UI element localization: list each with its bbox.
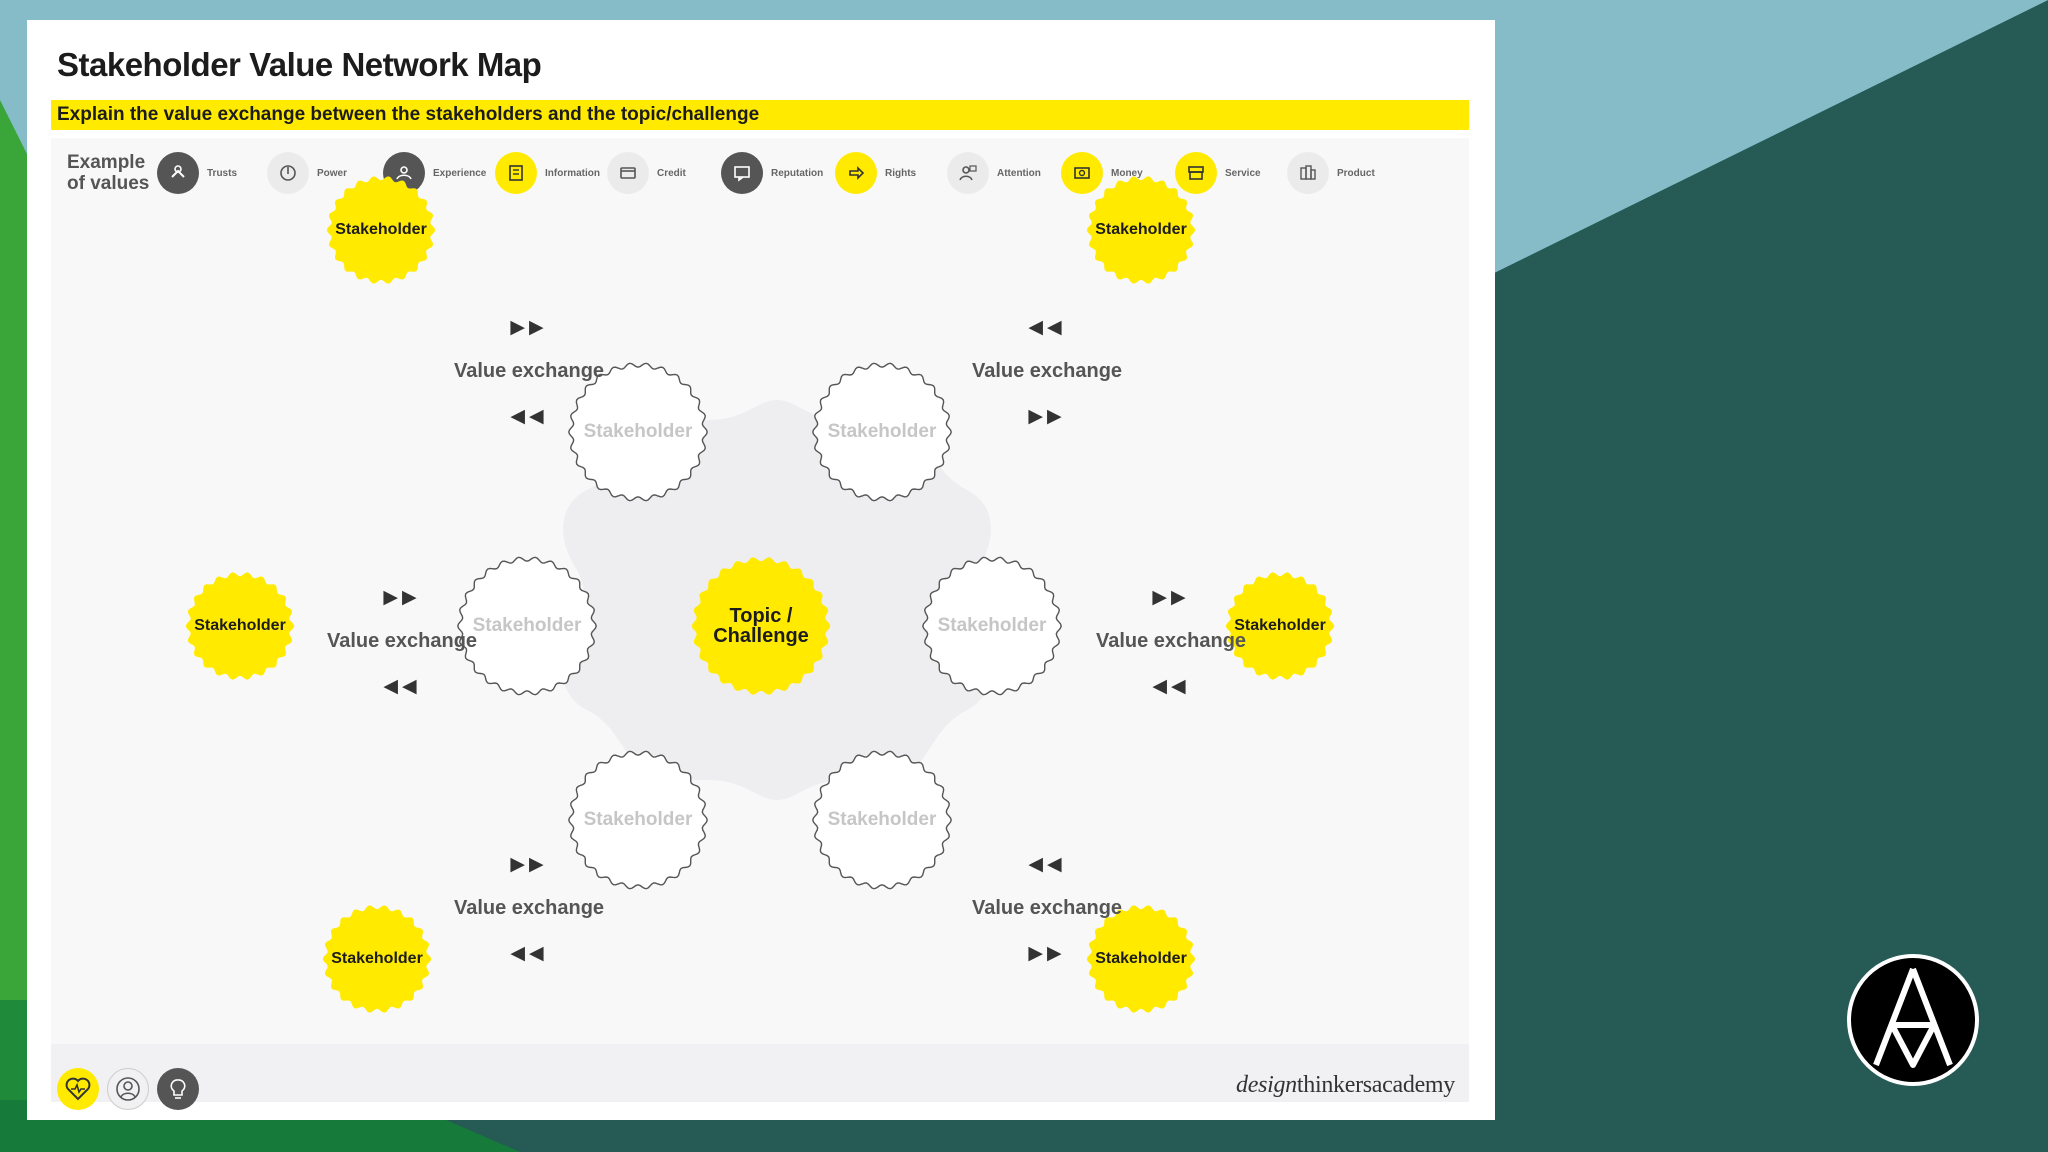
legend-label: Reputation bbox=[771, 167, 824, 179]
legend-label: Power bbox=[317, 167, 348, 179]
stakeholder-label: Stakeholder bbox=[1095, 221, 1187, 238]
topic-label: Topic /Challenge bbox=[706, 606, 816, 646]
arrow-right-icon: ▶▶ bbox=[1152, 587, 1190, 608]
legend-item-service: Service bbox=[1175, 150, 1261, 196]
arrow-right-icon: ▶▶ bbox=[1028, 406, 1066, 427]
stakeholder-inner-top-left: Stakeholder bbox=[565, 359, 711, 505]
arrow-left-icon: ◀◀ bbox=[1028, 317, 1066, 338]
topic-challenge-node: Topic /Challenge bbox=[688, 553, 834, 699]
stakeholder-inner-right: Stakeholder bbox=[919, 553, 1065, 699]
credit-icon bbox=[607, 152, 649, 194]
value-exchange-label: Value exchange bbox=[453, 897, 605, 919]
legend-item-money: Money bbox=[1061, 150, 1143, 196]
arrow-left-icon: ◀◀ bbox=[383, 676, 421, 697]
stakeholder-label: Stakeholder bbox=[1095, 950, 1187, 967]
legend-label: Experience bbox=[433, 167, 487, 179]
stakeholder-label: Stakeholder bbox=[583, 421, 693, 442]
value-exchange-top-left: ▶▶ Value exchange ◀◀ bbox=[449, 316, 609, 429]
idea-icon bbox=[157, 1068, 199, 1110]
stakeholder-label: Stakeholder bbox=[335, 221, 427, 238]
legend-heading: Example of values bbox=[67, 152, 149, 194]
legend-item-trusts: Trusts bbox=[157, 150, 237, 196]
money-icon bbox=[1061, 152, 1103, 194]
academy-logo-icon bbox=[1847, 954, 1979, 1086]
stakeholder-outer-right: Stakeholder bbox=[1222, 568, 1338, 684]
arrow-left-icon: ◀◀ bbox=[510, 943, 548, 964]
arrow-right-icon: ▶▶ bbox=[1028, 943, 1066, 964]
legend-item-reputation: Reputation bbox=[721, 150, 823, 196]
footer-bar bbox=[51, 1044, 1469, 1102]
legend-item-credit: Credit bbox=[607, 150, 686, 196]
subtitle-text: Explain the value exchange between the s… bbox=[57, 104, 760, 125]
brand-rest: thinkersacademy bbox=[1296, 1072, 1455, 1098]
legend-item-attention: Attention bbox=[947, 150, 1041, 196]
value-exchange-label: Value exchange bbox=[971, 897, 1123, 919]
legend-item-rights: Rights bbox=[835, 150, 916, 196]
stakeholder-inner-bottom-left: Stakeholder bbox=[565, 747, 711, 893]
heart-icon bbox=[57, 1068, 99, 1110]
attention-icon bbox=[947, 152, 989, 194]
topic-label-line2: Challenge bbox=[713, 625, 809, 647]
value-exchange-label: Value exchange bbox=[1095, 630, 1247, 652]
value-exchange-top-right: ◀◀ Value exchange ▶▶ bbox=[967, 316, 1127, 429]
brand-italic: design bbox=[1236, 1072, 1297, 1098]
stakeholder-inner-bottom-right: Stakeholder bbox=[809, 747, 955, 893]
value-exchange-label: Value exchange bbox=[326, 630, 478, 652]
stakeholder-label: Stakeholder bbox=[583, 809, 693, 830]
arrow-right-icon: ▶▶ bbox=[383, 587, 421, 608]
trust-icon bbox=[157, 152, 199, 194]
product-icon bbox=[1287, 152, 1329, 194]
legend-heading-line2: of values bbox=[67, 173, 150, 194]
stakeholder-outer-bottom-left: Stakeholder bbox=[319, 901, 435, 1017]
stakeholder-label: Stakeholder bbox=[937, 615, 1047, 636]
legend-heading-line1: Example bbox=[67, 152, 146, 173]
rights-icon bbox=[835, 152, 877, 194]
stakeholder-label: Stakeholder bbox=[1234, 617, 1326, 634]
arrow-left-icon: ◀◀ bbox=[510, 406, 548, 427]
arrow-left-icon: ◀◀ bbox=[1028, 854, 1066, 875]
stakeholder-inner-top-right: Stakeholder bbox=[809, 359, 955, 505]
service-icon bbox=[1175, 152, 1217, 194]
legend-label: Product bbox=[1337, 167, 1375, 179]
stakeholder-label: Stakeholder bbox=[472, 615, 582, 636]
value-exchange-left: ▶▶ Value exchange ◀◀ bbox=[322, 586, 482, 699]
value-exchange-right: ▶▶ Value exchange ◀◀ bbox=[1091, 586, 1251, 699]
legend-item-power: Power bbox=[267, 150, 347, 196]
power-icon bbox=[267, 152, 309, 194]
subtitle-banner: Explain the value exchange between the s… bbox=[51, 100, 1469, 130]
stakeholder-outer-left: Stakeholder bbox=[182, 568, 298, 684]
information-icon bbox=[495, 152, 537, 194]
brand-wordmark: designthinkersacademy bbox=[1236, 1072, 1455, 1099]
legend-item-product: Product bbox=[1287, 150, 1375, 196]
stakeholder-inner-left: Stakeholder bbox=[454, 553, 600, 699]
legend-label: Service bbox=[1225, 167, 1261, 179]
value-exchange-label: Value exchange bbox=[453, 360, 605, 382]
stakeholder-label: Stakeholder bbox=[194, 617, 286, 634]
stakeholder-label: Stakeholder bbox=[827, 809, 937, 830]
arrow-right-icon: ▶▶ bbox=[510, 317, 548, 338]
reputation-icon bbox=[721, 152, 763, 194]
legend-label: Attention bbox=[997, 167, 1041, 179]
stakeholder-outer-bottom-right: Stakeholder bbox=[1083, 901, 1199, 1017]
arrow-right-icon: ▶▶ bbox=[510, 854, 548, 875]
person-icon bbox=[107, 1068, 149, 1110]
stakeholder-label: Stakeholder bbox=[827, 421, 937, 442]
stakeholder-label: Stakeholder bbox=[331, 950, 423, 967]
value-exchange-bottom-right: ◀◀ Value exchange ▶▶ bbox=[967, 853, 1127, 966]
legend-label: Money bbox=[1111, 167, 1143, 179]
legend-label: Information bbox=[545, 167, 600, 179]
value-exchange-bottom-left: ▶▶ Value exchange ◀◀ bbox=[449, 853, 609, 966]
legend-item-information: Information bbox=[495, 150, 600, 196]
stakeholder-outer-top-left: Stakeholder bbox=[323, 172, 439, 288]
legend-label: Trusts bbox=[207, 167, 238, 179]
stakeholder-outer-top-right: Stakeholder bbox=[1083, 172, 1199, 288]
canvas-slide: Stakeholder Value Network Map Explain th… bbox=[27, 20, 1495, 1120]
value-exchange-label: Value exchange bbox=[971, 360, 1123, 382]
arrow-left-icon: ◀◀ bbox=[1152, 676, 1190, 697]
legend-label: Rights bbox=[885, 167, 917, 179]
legend-label: Credit bbox=[657, 167, 686, 179]
page-title: Stakeholder Value Network Map bbox=[57, 46, 542, 83]
topic-label-line1: Topic / bbox=[729, 605, 793, 627]
